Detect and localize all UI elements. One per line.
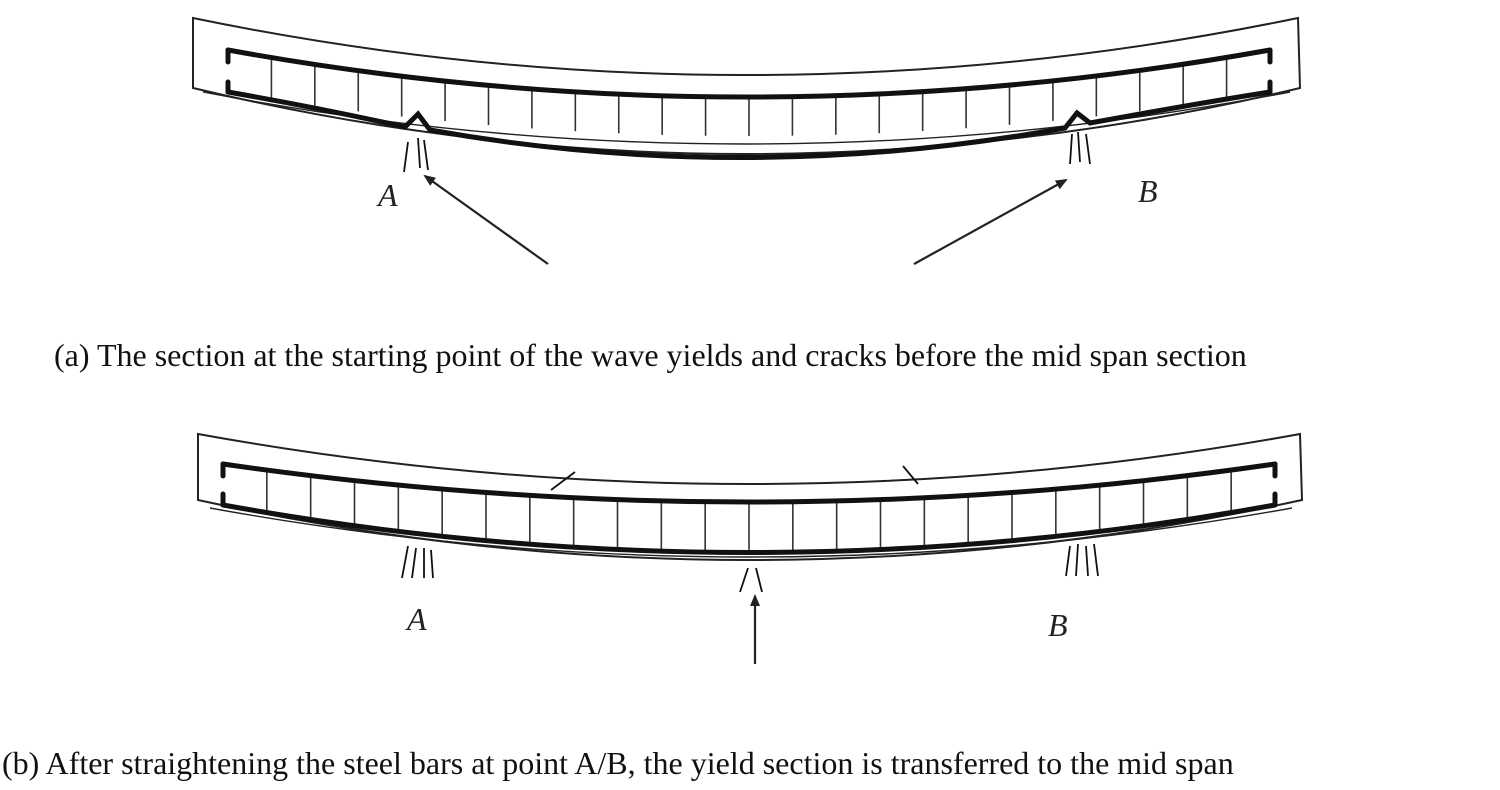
beam-a-top-rebar [225, 47, 1273, 100]
arrow-a-right [913, 179, 1068, 265]
caption-b: (b) After straightening the steel bars a… [2, 745, 1234, 781]
top-crack-b-right [902, 465, 919, 485]
beam-a-bottom-rebar [225, 89, 1273, 160]
beam-b-outline [197, 432, 1304, 561]
crack-a-left [403, 137, 429, 173]
crack-b-right [1065, 543, 1099, 577]
crack-b-midspan [739, 567, 763, 593]
beam-b: A B [197, 432, 1304, 664]
top-crack-b-left [550, 471, 576, 491]
beam-a-stirrups [270, 57, 1228, 136]
beam-b-stirrups [266, 470, 1232, 553]
beam-a: A B [192, 16, 1302, 265]
label-a-point-a: A [376, 177, 398, 213]
label-b-point-a: A [405, 601, 427, 637]
label-b-point-b: B [1048, 607, 1068, 643]
beam-b-top-rebar [220, 461, 1278, 505]
label-a-point-b: B [1138, 173, 1158, 209]
crack-b-left [401, 545, 434, 579]
beam-b-bottom-rebar [220, 502, 1278, 555]
caption-a: (a) The section at the starting point of… [54, 337, 1247, 373]
arrow-a-left [423, 174, 549, 265]
crack-a-right [1069, 131, 1091, 165]
beam-b-inner-line [209, 507, 1293, 558]
